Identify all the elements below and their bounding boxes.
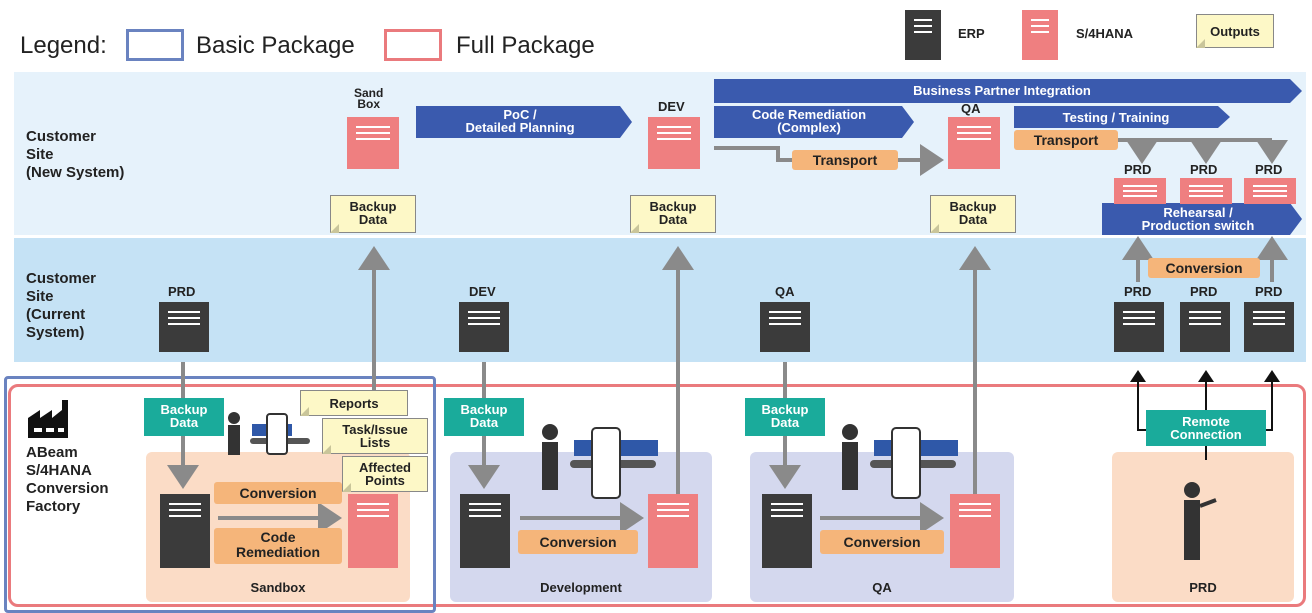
- erp-prd-server-3: [1244, 302, 1294, 352]
- s4hana-legend-label: S/4HANA: [1076, 26, 1134, 41]
- remote-connection-badge: Remote Connection: [1146, 410, 1266, 446]
- sandbox-label: Sand Box: [354, 86, 384, 111]
- basic-package-label: Basic Package: [196, 32, 355, 59]
- full-package-swatch: [384, 29, 442, 61]
- full-package-label: Full Package: [456, 32, 595, 59]
- s4hana-prd-server-3: [1244, 178, 1296, 204]
- backup-data-note-2: Backup Data: [630, 195, 716, 233]
- worker-conveyor-icon-development: [542, 424, 658, 499]
- erp-sandbox-factory-server: [160, 494, 210, 568]
- bp-integration-label: Business Partner Integration: [913, 83, 1091, 98]
- erp-qa-factory-server: [762, 494, 812, 568]
- qa-stage-label: QA: [872, 580, 892, 595]
- chevron-code-remediation: [714, 106, 914, 138]
- qa-current-label: QA: [775, 284, 795, 299]
- prd-stage-label: PRD: [1189, 580, 1217, 595]
- s4hana-legend-icon: [1022, 10, 1058, 60]
- erp-prd-server-1: [1114, 302, 1164, 352]
- chevron-poc: [416, 106, 632, 138]
- full-package-frame: [8, 384, 1306, 607]
- s4hana-prd-server-1: [1114, 178, 1166, 204]
- factory-backup-data-3: Backup Data: [745, 398, 825, 436]
- prd-current-label-2: PRD: [1190, 284, 1218, 299]
- factory-backup-data-1: Backup Data: [144, 398, 224, 436]
- prd-new-label-1: PRD: [1124, 162, 1152, 177]
- erp-legend-label: ERP: [958, 26, 985, 41]
- backup-data-note-3: Backup Data: [930, 195, 1016, 233]
- prd-current-label: PRD: [168, 284, 196, 299]
- prd-current-label-1: PRD: [1124, 284, 1152, 299]
- worker-icon-prd: [1184, 482, 1217, 560]
- basic-package-frame: [4, 376, 436, 613]
- factory-backup-data-2: Backup Data: [444, 398, 524, 436]
- erp-prd-server: [159, 302, 209, 352]
- backup-data-note-1: Backup Data: [330, 195, 416, 233]
- transport-badge-1: Transport: [792, 150, 898, 170]
- qa-label-new: QA: [961, 101, 981, 116]
- s4hana-development-factory-server: [648, 494, 698, 568]
- chevron-testing: [1014, 106, 1230, 128]
- legend: Legend: Basic Package Full Package ERP S…: [0, 0, 1312, 70]
- row-label-factory: ABeam S/4HANA Conversion Factory: [26, 444, 109, 515]
- prd-new-label-2: PRD: [1190, 162, 1218, 177]
- output-affected-points: Affected Points: [342, 456, 428, 492]
- conversion-badge-current: Conversion: [1148, 258, 1260, 278]
- development-conversion: Conversion: [518, 530, 638, 554]
- qa-conversion: Conversion: [820, 530, 944, 554]
- s4hana-qa-factory-server: [950, 494, 1000, 568]
- sandbox-code-remediation: Code Remediation: [214, 528, 342, 564]
- erp-dev-server: [459, 302, 509, 352]
- testing-label: Testing / Training: [1062, 110, 1170, 125]
- stage-prd: [1112, 452, 1294, 602]
- erp-prd-server-2: [1180, 302, 1230, 352]
- outputs-legend-note: Outputs: [1196, 14, 1274, 48]
- row-label-current-system: Customer Site (Current System): [26, 270, 97, 341]
- sandbox-stage-label: Sandbox: [250, 580, 306, 595]
- prd-new-label-3: PRD: [1255, 162, 1283, 177]
- worker-conveyor-icon-sandbox: [228, 412, 310, 455]
- s4hana-sandbox-server: [347, 117, 399, 169]
- sandbox-conversion: Conversion: [214, 482, 342, 504]
- factory-icon: [28, 400, 68, 438]
- chevron-bp-integration: [714, 79, 1302, 103]
- row-label-new-system: Customer Site (New System): [26, 128, 125, 181]
- output-task-issue-lists: Task/Issue Lists: [322, 418, 428, 454]
- erp-legend-icon: [905, 10, 941, 60]
- s4hana-prd-server-2: [1180, 178, 1232, 204]
- poc-label: PoC / Detailed Planning: [465, 107, 575, 135]
- worker-conveyor-icon-qa: [842, 424, 958, 499]
- chevron-rehearsal: [1102, 203, 1302, 235]
- output-reports: Reports: [300, 390, 408, 416]
- erp-development-factory-server: [460, 494, 510, 568]
- erp-qa-server: [760, 302, 810, 352]
- rehearsal-label: Rehearsal / Production switch: [1141, 205, 1255, 233]
- transport-badge-2: Transport: [1014, 130, 1118, 150]
- s4hana-qa-server: [948, 117, 1000, 169]
- s4hana-dev-server: [648, 117, 700, 169]
- legend-label: Legend:: [20, 32, 107, 59]
- code-remediation-label: Code Remediation (Complex): [751, 107, 867, 135]
- s4hana-sandbox-factory-server: [348, 494, 398, 568]
- basic-package-swatch: [126, 29, 184, 61]
- current-system-band: [14, 238, 1306, 362]
- development-stage-label: Development: [540, 580, 622, 595]
- prd-current-label-3: PRD: [1255, 284, 1283, 299]
- dev-label-new: DEV: [658, 99, 685, 114]
- dev-current-label: DEV: [469, 284, 496, 299]
